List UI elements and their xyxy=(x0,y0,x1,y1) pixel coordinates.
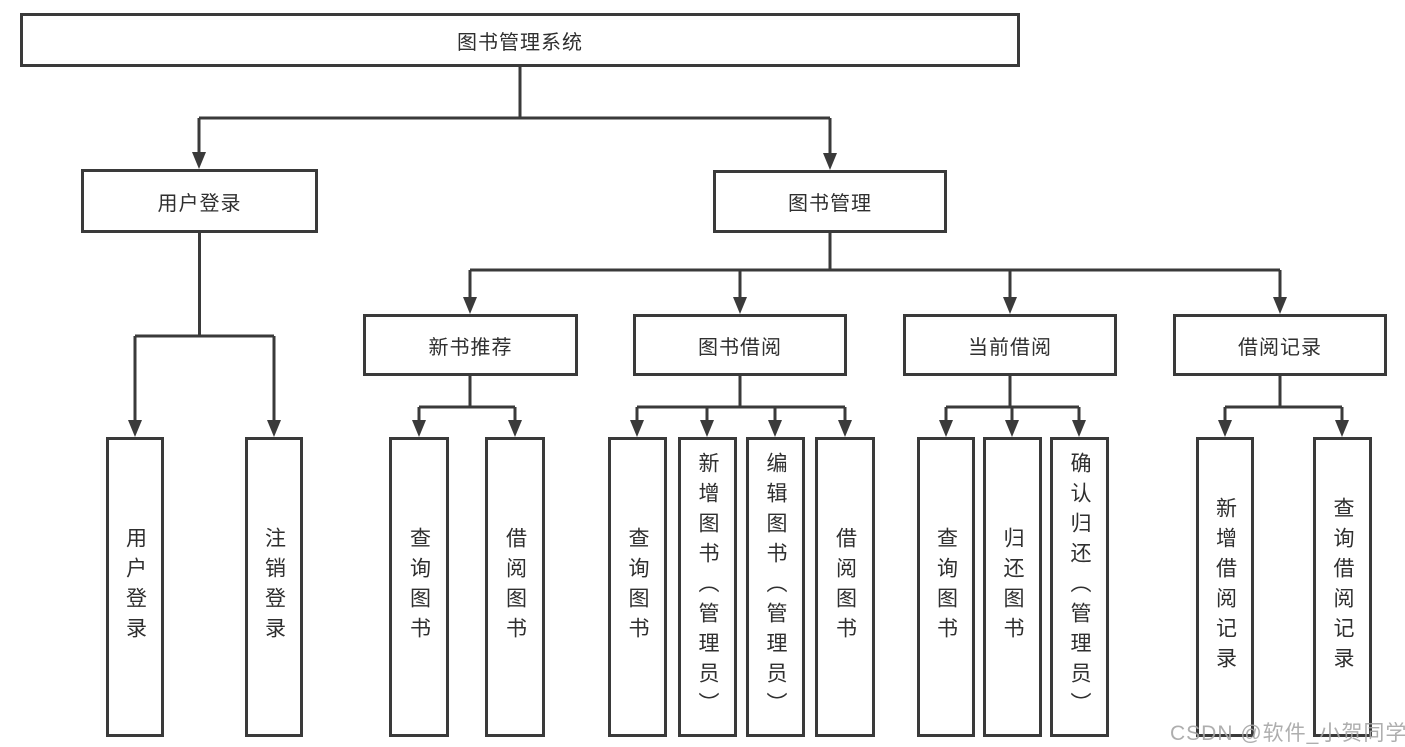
node-root-system: 图书管理系统 xyxy=(20,13,1020,67)
arrow-down-icon xyxy=(128,152,1349,437)
leaf-return-books: 归还图书 xyxy=(983,437,1042,737)
leaf-query-books-borrow: 查询图书 xyxy=(608,437,667,737)
leaf-confirm-return-admin: 确认归还（管理员） xyxy=(1050,437,1109,737)
leaf-add-borrow-record: 新增借阅记录 xyxy=(1196,437,1254,737)
leaf-logout: 注销登录 xyxy=(245,437,303,737)
node-book-borrow: 图书借阅 xyxy=(633,314,847,376)
leaf-query-books-recommend: 查询图书 xyxy=(389,437,449,737)
leaf-borrow-books: 借阅图书 xyxy=(815,437,875,737)
node-new-book-recommend: 新书推荐 xyxy=(363,314,578,376)
leaf-borrow-books-recommend: 借阅图书 xyxy=(485,437,545,737)
leaf-query-books-current: 查询图书 xyxy=(917,437,975,737)
leaf-query-borrow-record: 查询借阅记录 xyxy=(1313,437,1372,737)
node-book-management: 图书管理 xyxy=(713,170,947,233)
leaf-user-login: 用户登录 xyxy=(106,437,164,737)
node-borrow-records: 借阅记录 xyxy=(1173,314,1387,376)
node-current-borrow: 当前借阅 xyxy=(903,314,1117,376)
csdn-watermark: CSDN @软件_小贺同学 xyxy=(1170,722,1405,745)
leaf-add-books-admin: 新增图书（管理员） xyxy=(678,437,737,737)
leaf-edit-books-admin: 编辑图书（管理员） xyxy=(746,437,805,737)
node-user-login: 用户登录 xyxy=(81,169,318,233)
